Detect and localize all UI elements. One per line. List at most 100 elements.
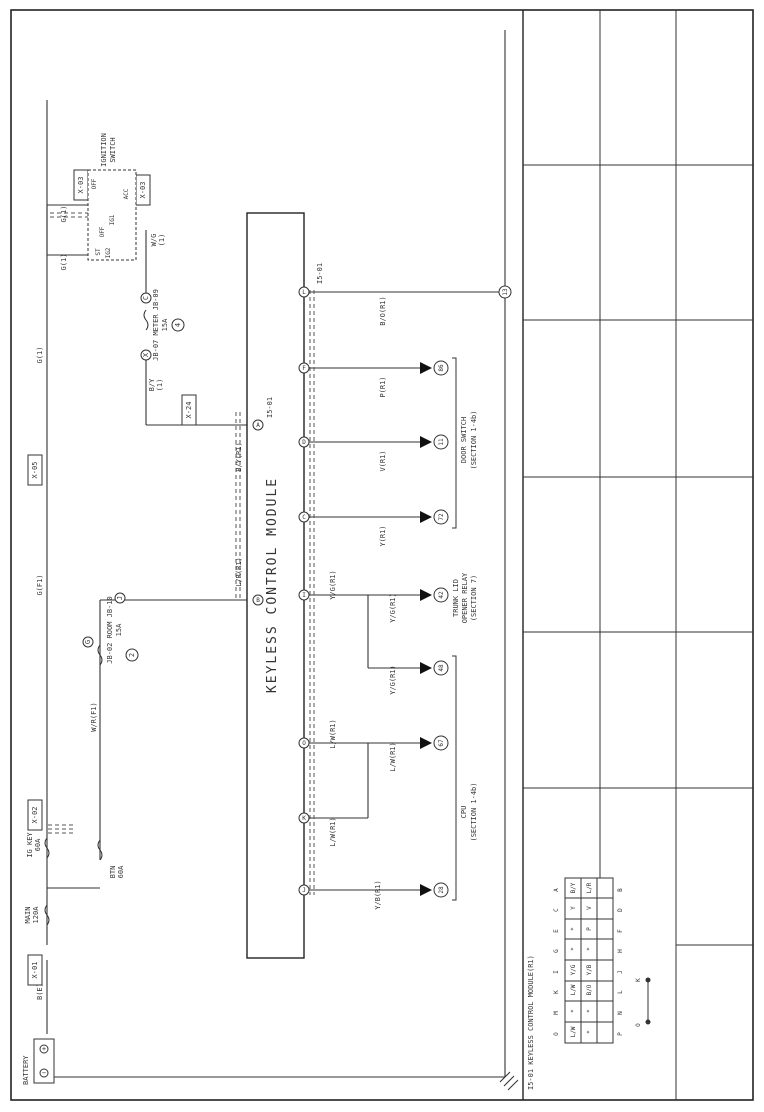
terminal-i: I bbox=[302, 592, 306, 599]
pin-r2-1: * bbox=[586, 1009, 593, 1013]
ref-f: 86 bbox=[438, 364, 445, 372]
battery-terminal-plus bbox=[39, 1044, 49, 1054]
connector-x03b: X-03 bbox=[139, 182, 147, 199]
title-block-grid bbox=[523, 10, 753, 1100]
pin-legend-o: O bbox=[635, 1023, 642, 1027]
terminal-circles bbox=[252, 286, 310, 896]
shield-lines bbox=[48, 212, 315, 895]
connector-x24-box bbox=[181, 394, 197, 426]
ref-o: 67 bbox=[438, 739, 445, 747]
ref-i: 42 bbox=[438, 591, 445, 599]
terminal-o: O bbox=[302, 740, 306, 747]
module-connector-ref-a: I5-01 bbox=[266, 397, 274, 418]
fuse-main-1: MAIN bbox=[24, 907, 32, 924]
module-connector-ref-top: I5-01 bbox=[316, 263, 324, 284]
meter-fuse-1: JB-07 METER JB-09 bbox=[152, 289, 160, 361]
note-trunk-2: OPENER RELAY bbox=[461, 572, 469, 623]
component-endpoints bbox=[420, 285, 512, 898]
wires bbox=[46, 30, 506, 1078]
ignition-pos-acc: ACC bbox=[123, 188, 130, 199]
wire-k: L/W(R1) bbox=[329, 817, 337, 847]
pin-r1-2: L/W bbox=[570, 984, 577, 995]
wire-wg-2: (1) bbox=[158, 234, 166, 247]
room-fuse-num: 2 bbox=[128, 653, 136, 657]
wire-gf1: G(F1) bbox=[36, 574, 44, 595]
ref-i2: 48 bbox=[438, 664, 445, 672]
wire-wr: W/R(F1) bbox=[90, 702, 98, 732]
pin-top-o: O bbox=[553, 1032, 560, 1036]
connector-x24: X-24 bbox=[185, 402, 193, 419]
pin-r2-2: B/O bbox=[586, 984, 593, 995]
ref-d: 11 bbox=[438, 438, 445, 446]
pin-r1-4: * bbox=[570, 947, 577, 951]
pin-r1-6: Y bbox=[570, 906, 577, 910]
wire-f: P(R1) bbox=[379, 376, 387, 397]
ignition-pos-off: OFF bbox=[99, 226, 106, 237]
pin-r2-5: P bbox=[586, 927, 593, 931]
note-cpu-1: CPU bbox=[460, 806, 468, 819]
fuse-igkey-2: 60A bbox=[34, 838, 42, 851]
ignition-pos-st: ST bbox=[95, 248, 102, 256]
battery-symbol bbox=[33, 1038, 55, 1084]
battery-plus: + bbox=[42, 1045, 46, 1053]
keyless-module-box bbox=[246, 212, 305, 959]
wire-i: Y/G(R1) bbox=[329, 570, 337, 600]
connector-x02-box bbox=[27, 799, 43, 831]
terminal-k: K bbox=[302, 815, 306, 822]
pin-top-i: I bbox=[553, 970, 560, 974]
connector-x01-box bbox=[27, 954, 43, 986]
ref-c: 72 bbox=[438, 513, 445, 521]
terminal-a: A bbox=[256, 422, 260, 429]
pin-r2-0: * bbox=[586, 1030, 593, 1034]
module-title: KEYLESS CONTROL MODULE bbox=[265, 477, 280, 693]
wire-by-1b: (1) bbox=[156, 379, 164, 392]
pin-bot-d: D bbox=[617, 908, 624, 912]
ignition-switch-box bbox=[87, 169, 137, 261]
terminal-c: C bbox=[302, 514, 306, 521]
sheet-border bbox=[10, 9, 754, 1101]
battery-minus: − bbox=[42, 1069, 46, 1077]
joint-g: G bbox=[84, 640, 92, 644]
meter-fuse-num: 4 bbox=[174, 323, 182, 327]
pin-top-c: C bbox=[553, 908, 560, 912]
wire-g1b: G(1) bbox=[60, 206, 68, 223]
room-fuse-2: 15A bbox=[115, 623, 123, 636]
pin-r1-0: L/W bbox=[570, 1026, 577, 1037]
connector-x05: X-05 bbox=[31, 462, 39, 479]
ignition-title-2: SWITCH bbox=[109, 137, 117, 162]
connector-x01: X-01 bbox=[31, 962, 39, 979]
fuse-btn-2: 60A bbox=[117, 865, 125, 878]
wire-i3: Y/G(R1) bbox=[389, 665, 397, 695]
note-trunk-1: TRUNK LID bbox=[452, 579, 460, 617]
wire-by-r1: B/Y(R1) bbox=[235, 442, 243, 472]
pin-top-e: E bbox=[553, 929, 560, 933]
pin-top-g: G bbox=[553, 949, 560, 953]
joint-c: C bbox=[142, 296, 150, 300]
meter-fuse-2: 15A bbox=[161, 318, 169, 331]
note-door-switch-1: DOOR SWITCH bbox=[460, 417, 468, 463]
pinout-jumper bbox=[645, 977, 651, 1025]
terminal-d: D bbox=[302, 439, 306, 446]
pin-r2-6: V bbox=[586, 906, 593, 910]
wire-j: Y/B(R1) bbox=[374, 880, 382, 910]
joint-c-circle bbox=[140, 292, 152, 304]
pin-bot-p: P bbox=[617, 1032, 624, 1036]
group-brackets bbox=[452, 357, 457, 901]
pin-legend-k: K bbox=[635, 978, 642, 982]
connector-x03: X-03 bbox=[77, 177, 85, 194]
pin-top-k: K bbox=[553, 990, 560, 994]
pin-bot-b: B bbox=[617, 888, 624, 892]
pin-top-a: A bbox=[553, 888, 560, 892]
terminal-l: L bbox=[302, 289, 306, 296]
pin-r1-7: B/Y bbox=[570, 882, 577, 893]
pin-r1-5: * bbox=[570, 927, 577, 931]
fuse-igkey-1: IG KEY bbox=[26, 832, 34, 858]
joint-g-circle bbox=[82, 636, 94, 648]
terminal-b: B bbox=[256, 597, 260, 604]
note-cpu-2: (SECTION 1-4b) bbox=[470, 782, 478, 841]
joint-j: J bbox=[116, 596, 124, 600]
wire-o: L/W(R1) bbox=[329, 719, 337, 749]
wire-d: V(R1) bbox=[379, 450, 387, 471]
battery-label: BATTERY bbox=[22, 1055, 30, 1085]
joint-x: X bbox=[142, 352, 150, 357]
